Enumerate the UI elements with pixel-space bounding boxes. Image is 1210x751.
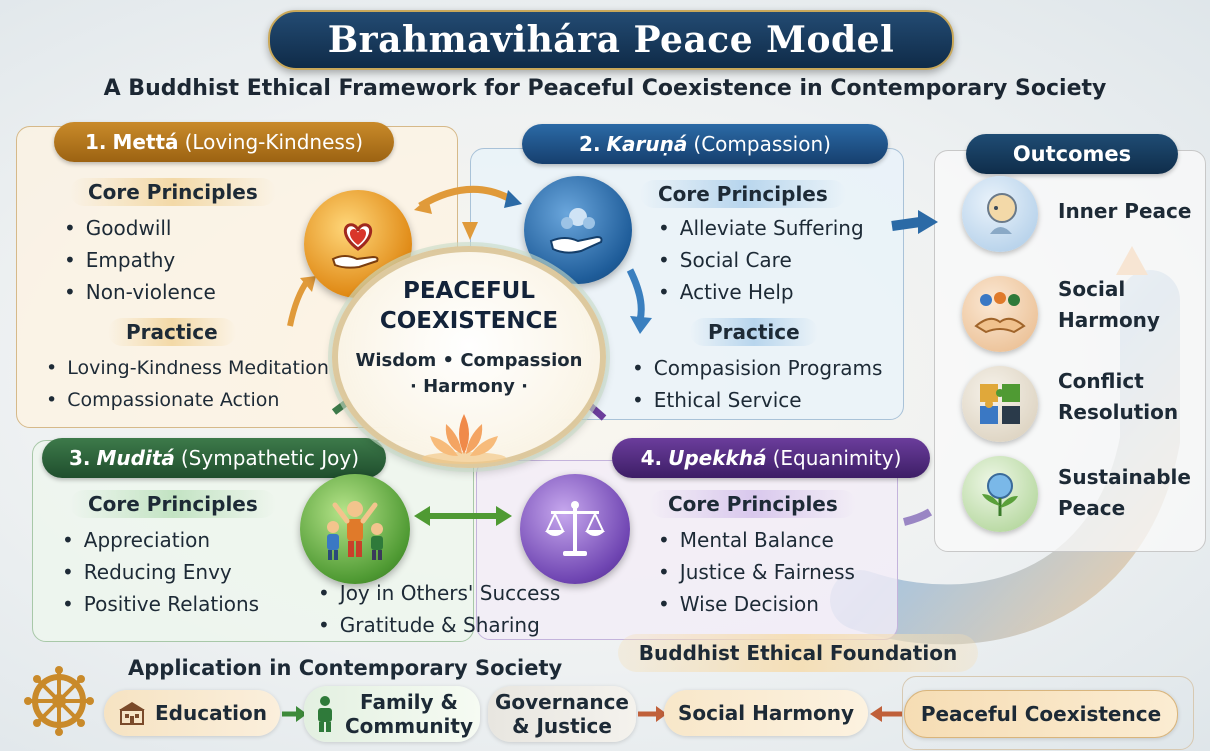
list-item: Ethical Service [632,384,882,416]
center-subtitle-line2: · Harmony · [410,376,528,397]
outcomes-header: Outcomes [966,134,1178,174]
metta-header: 1. Mettá (Loving-Kindness) [54,122,394,162]
list-item: Justice & Fairness [658,556,855,588]
center-title-line2: COEXISTENCE [379,308,559,334]
outcome-social-harmony: Social Harmony [1058,274,1160,336]
center-title: PEACEFUL COEXISTENCE [332,276,606,336]
karuna-header: 2. Karuṇá (Compassion) [522,124,888,164]
outcome-sustainable-peace: Sustainable Peace [1058,462,1191,524]
step-label: Family & [360,690,458,714]
list-item: Wise Decision [658,588,855,620]
meditating-head-icon [962,176,1038,252]
outcome-label: Peace [1058,496,1126,520]
globe-plant-icon [962,456,1038,532]
karuna-practice-list: Compasision Programs Ethical Service [632,352,883,416]
list-item: Appreciation [62,524,259,556]
upekkha-core-list: Mental Balance Justice & Fairness Wise D… [658,524,855,620]
metta-core-list: Goodwill Empathy Non-violence [64,212,216,308]
list-item: Mental Balance [658,524,855,556]
list-item: Gratitude & Sharing [318,609,560,641]
karuna-core-label: Core Principles [640,180,846,208]
application-education: Education [104,690,280,736]
center-subtitle-line1: Wisdom • Compassion [355,350,583,371]
step-label: Education [155,701,267,725]
page-title: Brahmavihára Peace Model [327,19,895,61]
puzzle-pieces-icon [962,366,1038,442]
title-banner: Brahmavihára Peace Model [268,10,954,70]
list-item: Empathy [64,244,216,276]
arrow-left-icon [870,706,902,722]
mudita-header: 3. Muditá (Sympathetic Joy) [42,438,386,478]
balance-scale-icon [520,474,630,584]
step-label: Peaceful Coexistence [920,702,1162,726]
center-title-line1: PEACEFUL [402,278,535,304]
joyful-people-icon [300,474,410,584]
mudita-core-list: Appreciation Reducing Envy Positive Rela… [62,524,259,620]
page-subtitle: A Buddhist Ethical Framework for Peacefu… [103,76,1107,101]
upekkha-header: 4. Upekkhá (Equanimity) [612,438,930,478]
application-family-community: Family & Community [304,686,480,742]
metta-translation: (Loving-Kindness) [184,130,364,154]
outcome-label: Inner Peace [1058,199,1192,223]
handshake-icon [962,276,1038,352]
metta-name: Mettá [112,130,179,154]
family-icon [317,696,332,732]
list-item: Active Help [658,276,864,308]
school-icon [119,702,146,725]
karuna-translation: (Compassion) [693,132,831,156]
lotus-icon [422,414,506,464]
list-item: Compassionate Action [46,384,329,416]
dharma-wheel-icon [24,666,94,736]
peaceful-coexistence-circle [332,246,606,468]
outcome-label: Conflict [1058,369,1144,393]
outcome-inner-peace: Inner Peace [1058,196,1191,227]
metta-core-label: Core Principles [70,178,276,206]
karuna-core-list: Alleviate Suffering Social Care Active H… [658,212,864,308]
list-item: Compasision Programs [632,352,883,384]
application-title: Application in Contemporary Society [128,656,563,680]
arrow-right-icon [282,706,307,722]
upekkha-core-label: Core Principles [650,490,856,518]
application-governance-justice: Governance & Justice [488,686,636,742]
outcome-label: Harmony [1058,308,1160,332]
list-item: Loving-Kindness Meditation [46,352,329,384]
center-subtitle: Wisdom • Compassion · Harmony · [332,348,606,400]
outcome-label: Resolution [1058,400,1179,424]
list-item: Positive Relations [62,588,259,620]
metta-practice-label: Practice [108,318,236,346]
outcome-conflict-resolution: Conflict Resolution [1058,366,1178,428]
arrow-right-icon [638,706,667,722]
upekkha-name: Upekkhá [668,446,767,470]
foundation-banner: Buddhist Ethical Foundation [618,634,978,672]
list-item: Alleviate Suffering [658,212,864,244]
application-peaceful-coexistence: Peaceful Coexistence [904,690,1178,738]
list-item: Non-violence [64,276,216,308]
metta-number: 1. [84,130,107,154]
mudita-practice-list: Joy in Others' Success Gratitude & Shari… [318,577,561,641]
step-label: Governance [494,690,629,714]
metta-practice-list: Loving-Kindness Meditation Compassionate… [46,352,329,416]
list-item: Goodwill [64,212,216,244]
list-item: Joy in Others' Success [318,577,561,609]
karuna-practice-label: Practice [690,318,818,346]
mudita-translation: (Sympathetic Joy) [180,446,359,470]
list-item: Reducing Envy [62,556,259,588]
step-label: & Justice [512,714,612,738]
outcome-label: Social [1058,277,1126,301]
karuna-number: 2. [579,132,601,156]
peaceful-coexistence-frame [902,676,1194,750]
application-social-harmony: Social Harmony [664,690,868,736]
upekkha-translation: (Equanimity) [772,446,902,470]
mudita-number: 3. [68,446,91,470]
mudita-name: Muditá [96,446,175,470]
karuna-name: Karuṇá [606,132,688,156]
upekkha-number: 4. [640,446,663,470]
step-label: Community [344,714,474,738]
outcome-label: Sustainable [1058,465,1191,489]
list-item: Social Care [658,244,864,276]
step-label: Social Harmony [677,701,855,725]
mudita-core-label: Core Principles [70,490,276,518]
